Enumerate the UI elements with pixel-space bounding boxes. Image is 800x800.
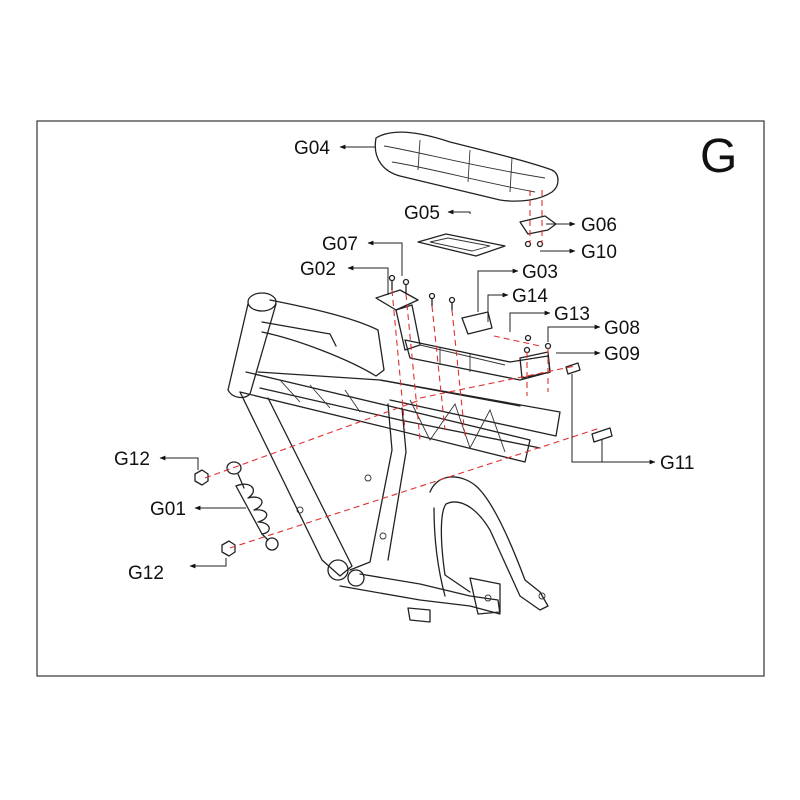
screw-set — [388, 274, 613, 443]
callout-g02: G02 — [300, 259, 336, 280]
main-frame-part — [227, 292, 561, 623]
section-letter: G — [700, 130, 737, 183]
shock-absorber-part — [226, 461, 279, 551]
callout-g13: G13 — [554, 304, 590, 325]
callout-g03: G03 — [522, 262, 558, 283]
callout-g12-bottom: G12 — [128, 563, 164, 584]
callout-g06: G06 — [581, 215, 617, 236]
callout-g14: G14 — [512, 286, 548, 307]
diagram-border — [36, 120, 765, 677]
callout-g01: G01 — [150, 499, 186, 520]
seat-plate-part — [417, 233, 506, 257]
callout-g12-top: G12 — [114, 449, 150, 470]
callout-g04: G04 — [294, 138, 330, 159]
callout-g11: G11 — [660, 453, 695, 474]
callout-g10: G10 — [581, 242, 617, 263]
assembly-lines — [204, 190, 601, 549]
callout-g07: G07 — [322, 234, 358, 255]
swing-arm-part — [339, 476, 549, 615]
seat-latch-part — [519, 215, 557, 248]
callout-g05: G05 — [404, 203, 440, 224]
battery-tray-part — [375, 289, 551, 381]
nut-set — [194, 469, 236, 557]
seat-part — [374, 131, 559, 202]
callout-g08: G08 — [604, 318, 640, 339]
callout-labels: G04 G05 G06 G10 G07 G02 G03 G14 G13 G08 … — [114, 138, 695, 584]
leader-lines — [159, 144, 656, 569]
callout-g09: G09 — [604, 344, 640, 365]
